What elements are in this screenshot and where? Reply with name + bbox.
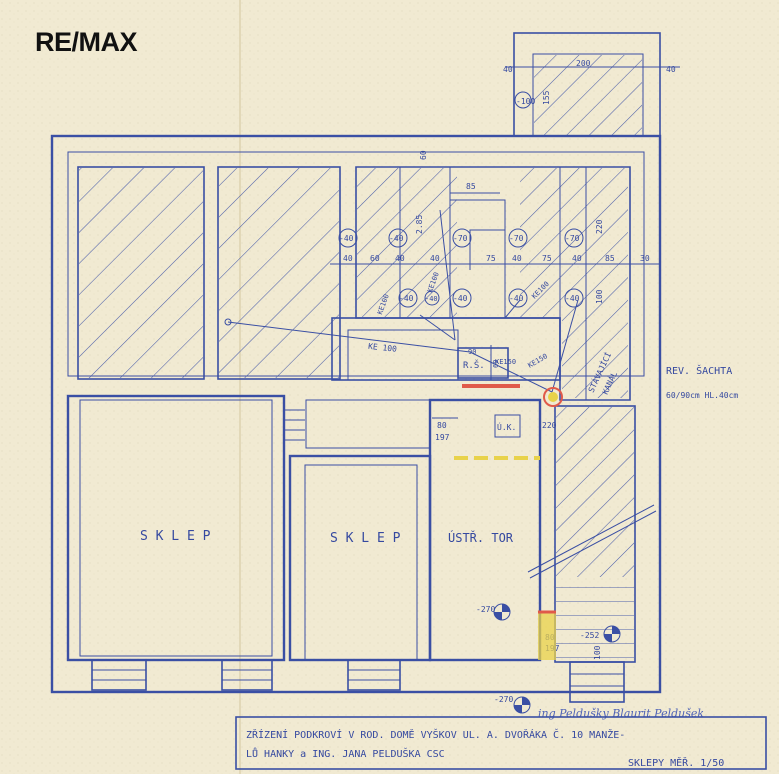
svg-text:REV. ŠACHTA: REV. ŠACHTA (666, 364, 732, 377)
svg-text:2.85: 2.85 (415, 215, 424, 234)
title-line-2: LŮ HANKY a ING. JANA PELDUŠKA CSC (246, 747, 445, 760)
rev-sachta-marker (543, 387, 563, 407)
svg-text:90: 90 (468, 348, 476, 356)
svg-text:80: 80 (437, 421, 447, 430)
svg-text:220: 220 (542, 421, 557, 430)
svg-text:197: 197 (435, 433, 450, 442)
top-annex: -100 40 200 40 155 (503, 32, 680, 137)
svg-text:40: 40 (512, 254, 522, 263)
title-line-1: ZŘÍZENÍ PODKROVÍ V ROD. DOMĚ VYŠKOV UL. … (246, 728, 625, 741)
svg-text:220: 220 (595, 219, 604, 234)
svg-text:-100: -100 (516, 97, 535, 106)
svg-text:-40: -40 (453, 294, 468, 303)
svg-text:85: 85 (466, 182, 476, 191)
room-label-ustr-tor: ÚSTŘ. TOR (448, 530, 514, 545)
level-mark-annex (514, 91, 532, 109)
rs-box (457, 347, 509, 379)
svg-text:60: 60 (492, 360, 500, 368)
svg-text:60/90cm HL.40cm: 60/90cm HL.40cm (666, 391, 738, 400)
svg-text:-40: -40 (399, 294, 414, 303)
room-labels: S K L E P S K L E P ÚSTŘ. TOR (140, 529, 514, 546)
title-line-3: SKLEPY MĚŘ. 1/50 (628, 756, 724, 769)
dimension-row: 40 60 40 40 75 40 75 40 85 30 85 60 2.85… (330, 150, 660, 304)
svg-text:85: 85 (605, 254, 615, 263)
svg-text:40: 40 (395, 254, 405, 263)
svg-text:-40: -40 (565, 294, 580, 303)
svg-text:-40: -40 (389, 234, 404, 243)
svg-text:-252: -252 (580, 631, 599, 640)
title-block: ing Peldušky Blaurit Peldušek ZŘÍZENÍ PO… (235, 707, 767, 770)
svg-text:Ú.K.: Ú.K. (497, 421, 516, 432)
svg-text:-270: -270 (494, 695, 513, 704)
signature: ing Peldušky Blaurit Peldušek (538, 707, 704, 720)
svg-text:KE150: KE150 (495, 358, 516, 366)
svg-text:-270: -270 (476, 605, 495, 614)
svg-text:40: 40 (572, 254, 582, 263)
svg-text:-70: -70 (509, 234, 524, 243)
svg-text:40: 40 (503, 65, 513, 74)
elevation-markers: -270 -252 -270 (476, 603, 621, 714)
svg-text:30: 30 (640, 254, 650, 263)
svg-text:60: 60 (419, 150, 428, 160)
svg-text:40: 40 (343, 254, 353, 263)
svg-text:75: 75 (486, 254, 496, 263)
svg-text:60: 60 (370, 254, 380, 263)
svg-text:200: 200 (576, 59, 591, 68)
svg-text:40: 40 (430, 254, 440, 263)
svg-text:100: 100 (593, 645, 602, 660)
svg-text:100: 100 (595, 289, 604, 304)
svg-text:40: 40 (666, 65, 676, 74)
svg-text:RE/MAX: RE/MAX (35, 27, 137, 57)
highlights (454, 384, 563, 660)
level-marks: -40 -40 -40 -70 -70 -70 -40 -40 -40 -40 (338, 228, 584, 308)
room-label-sklep-middle: S K L E P (330, 531, 401, 546)
svg-text:-40: -40 (339, 234, 354, 243)
svg-text:-70: -70 (565, 234, 580, 243)
svg-text:-40: -40 (425, 295, 438, 303)
remax-logo: RE/MAX (35, 27, 138, 57)
svg-text:-40: -40 (509, 294, 524, 303)
svg-text:155: 155 (542, 90, 551, 105)
svg-text:75: 75 (542, 254, 552, 263)
svg-text:R.Š.: R.Š. (463, 359, 485, 371)
svg-text:-70: -70 (453, 234, 468, 243)
room-label-sklep-left: S K L E P (140, 529, 211, 544)
svg-text:KE 100: KE 100 (368, 342, 398, 354)
basement-windows (91, 659, 625, 703)
interior-walls: R.Š. 90 60 (331, 317, 561, 381)
